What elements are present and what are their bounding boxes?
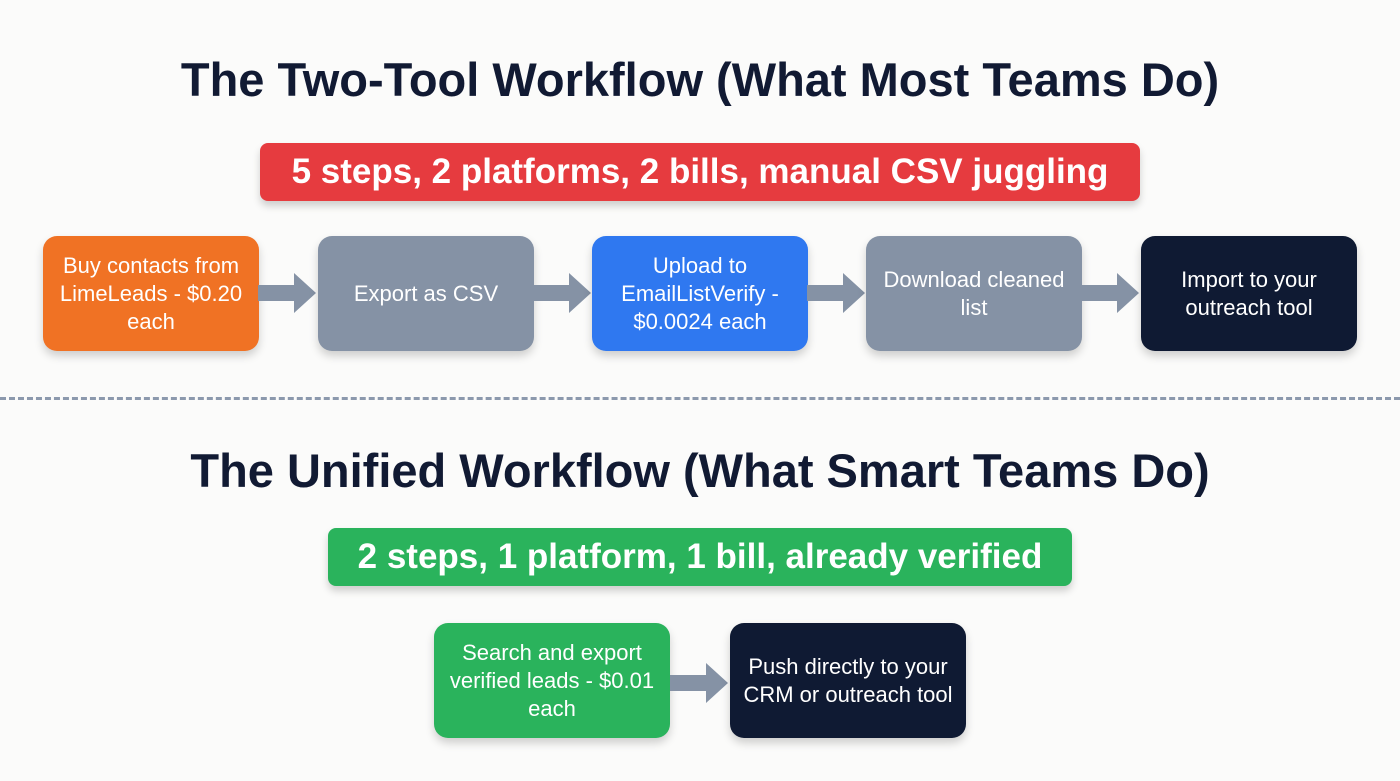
step-label: Buy contacts from LimeLeads - $0.20 each: [59, 252, 243, 334]
two-tool-summary-text: 5 steps, 2 platforms, 2 bills, manual CS…: [291, 152, 1109, 191]
arrow-right-icon: [1081, 273, 1141, 313]
arrow-right-icon: [533, 273, 593, 313]
step-upload-emaillistverify: Upload to EmailListVerify - $0.0024 each: [592, 236, 808, 351]
step-label: Export as CSV: [353, 280, 499, 306]
step-search-export-verified: Search and export verified leads - $0.01…: [434, 623, 670, 738]
step-import-outreach-tool: Import to your outreach tool: [1141, 236, 1357, 351]
two-tool-workflow-title: The Two-Tool Workflow (What Most Teams D…: [180, 53, 1220, 106]
step-buy-contacts: Buy contacts from LimeLeads - $0.20 each: [43, 236, 259, 351]
arrow-right-icon: [258, 273, 318, 313]
unified-summary-text: 2 steps, 1 platform, 1 bill, already ver…: [357, 537, 1043, 576]
step-export-csv: Export as CSV: [318, 236, 534, 351]
unified-summary-banner: 2 steps, 1 platform, 1 bill, already ver…: [328, 528, 1072, 586]
step-label: Import to your outreach tool: [1181, 266, 1317, 320]
two-tool-summary-banner: 5 steps, 2 platforms, 2 bills, manual CS…: [260, 143, 1140, 201]
arrow-right-icon: [670, 663, 730, 703]
section-divider: [0, 397, 1400, 400]
step-label: Push directly to your CRM or outreach to…: [743, 653, 953, 707]
step-push-to-crm: Push directly to your CRM or outreach to…: [730, 623, 966, 738]
step-label: Upload to EmailListVerify - $0.0024 each: [621, 252, 779, 334]
unified-workflow-title: The Unified Workflow (What Smart Teams D…: [190, 444, 1210, 497]
step-label: Download cleaned list: [883, 266, 1065, 320]
step-label: Search and export verified leads - $0.01…: [449, 639, 655, 721]
step-download-cleaned-list: Download cleaned list: [866, 236, 1082, 351]
arrow-right-icon: [807, 273, 867, 313]
